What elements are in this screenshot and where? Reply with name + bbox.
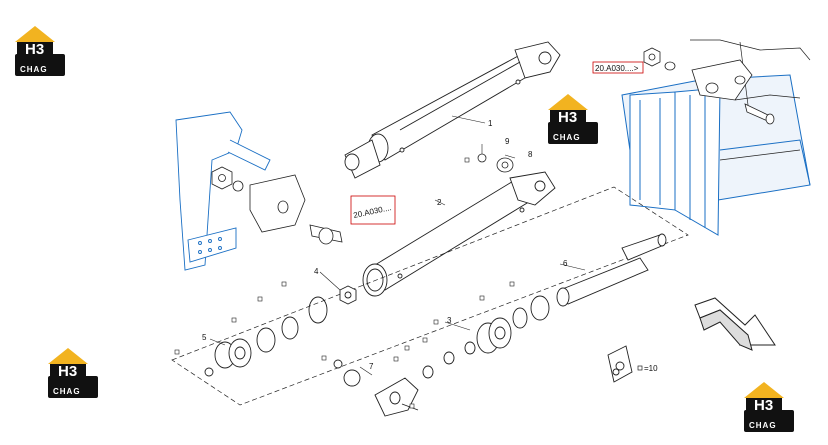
callout-9: 9 [505,137,510,146]
brand-logo-bottom-right: H3 CHAG [744,382,794,432]
gland-part-3 [476,317,512,354]
left-mount-bracket [175,111,271,271]
reference-text-right: 20.A030....> [595,64,639,73]
qty-note-text: =10 [644,364,658,373]
seal-ring-b [422,295,550,379]
cylinder-barrel [362,171,556,297]
nut-part-4 [339,285,357,305]
logo-mark: H3 [754,397,773,414]
leader-lines [209,115,586,376]
left-nut [211,166,244,192]
reference-label-center: 20.A030.... [350,195,396,225]
piston-rod-part-6 [556,233,667,307]
logo-sub: CHAG [749,421,777,430]
brand-logo-center: H3 CHAG [548,94,598,144]
rod-eye-part-7 [333,359,419,417]
left-pin [309,224,343,245]
callout-6: 6 [563,259,568,268]
upper-nut [643,47,676,71]
seal-kit-icon [607,345,633,383]
seal-part-9 [477,153,487,163]
brand-logo-bottom-left: H3 CHAG [48,348,98,398]
bushing-part-8 [496,157,514,173]
callout-8: 8 [528,150,533,159]
reference-label-right: 20.A030....> [592,61,644,74]
seal-kit-boundary [171,186,689,406]
machine-frame-body [621,74,811,236]
logo-sub: CHAG [553,133,581,142]
left-clevis [249,174,306,233]
logo-mark: H3 [558,109,577,126]
seal-ring-a [204,296,328,377]
upper-mount-bracket [691,59,753,101]
part-marker-squares [174,157,515,409]
qty-note: =10 [637,364,658,373]
logo-sub: CHAG [53,387,81,396]
hydraulic-cylinder-assembled [344,41,561,179]
logo-mark: H3 [58,363,77,380]
direction-arrow-icon [694,297,776,351]
callout-7: 7 [369,362,374,371]
callout-3: 3 [447,316,452,325]
callout-2: 2 [437,198,442,207]
callout-5: 5 [202,333,207,342]
callout-1: 1 [488,119,493,128]
piston-part-5 [214,338,252,369]
callout-4: 4 [314,267,319,276]
brand-logo-top-left: H3 CHAG [15,26,65,76]
logo-sub: CHAG [20,65,48,74]
upper-pin [744,103,775,125]
logo-mark: H3 [25,41,44,58]
